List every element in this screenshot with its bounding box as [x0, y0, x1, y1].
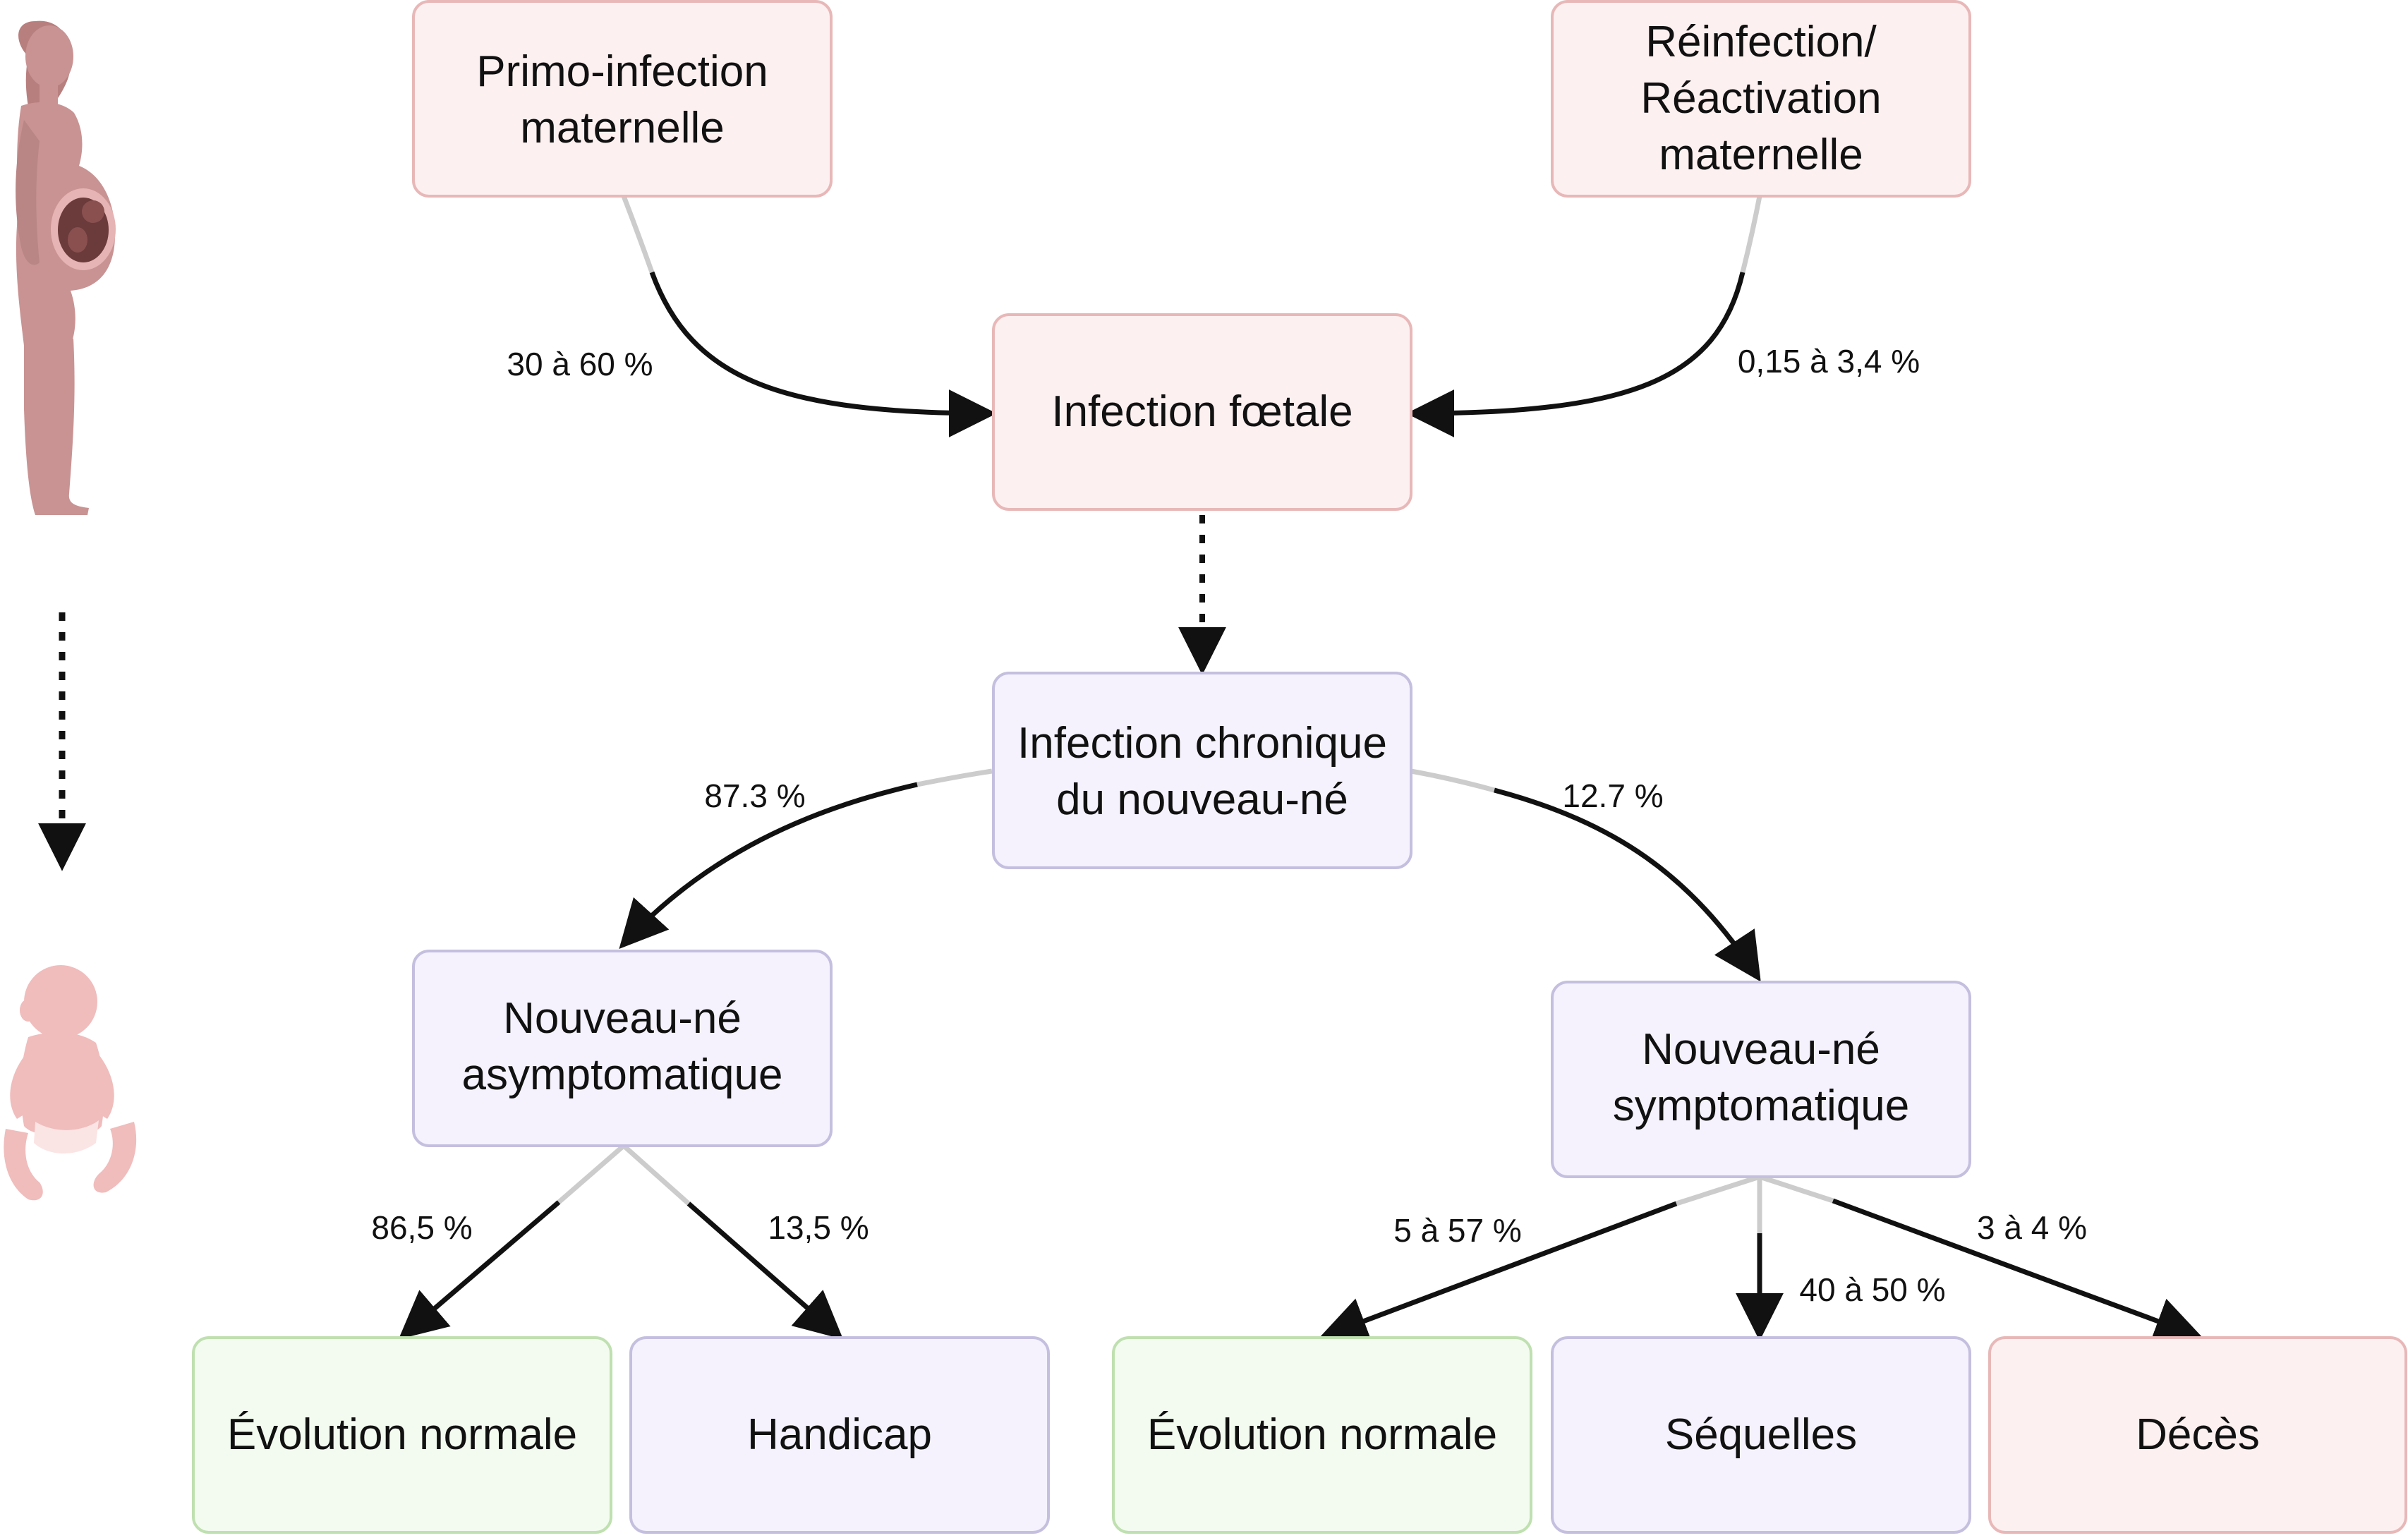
sym-normal-stub: [1675, 1174, 1761, 1206]
chronic-to-asymptomatic-arrow: [619, 782, 918, 950]
baby-head: [24, 965, 97, 1039]
primo-probability-label: 30 à 60 %: [507, 346, 653, 382]
primo-to-fetal-arrow: [649, 271, 997, 437]
symptomatic-probability-label: 12.7 %: [1562, 777, 1663, 814]
reinfection-box: Réinfection/ Réactivation maternelle: [1551, 0, 1971, 198]
sym-death-stub: [1758, 1174, 1834, 1204]
asymptomatic-newborn-line-2: asymptomatique: [462, 1050, 783, 1099]
baby-legs: [4, 1122, 137, 1201]
chronic-infection-box-shape: [992, 672, 1412, 869]
woman-head: [25, 25, 73, 87]
reinfection-line-1: Réinfection/: [1645, 18, 1877, 66]
edge-labels: 30 à 60 % 0,15 à 3,4 % 87.3 % 12.7 % 86,…: [371, 343, 2087, 1308]
baby-icon: [4, 965, 137, 1201]
primo-infection-line-2: maternelle: [520, 104, 724, 152]
symptomatic-to-death-arrow: [1832, 1198, 2203, 1344]
normal-outcome-right-label: Évolution normale: [1147, 1410, 1497, 1459]
primo-infection-line-1: Primo-infection: [476, 47, 768, 96]
handicap-label: Handicap: [747, 1410, 932, 1459]
sequelae-label: Séquelles: [1665, 1410, 1857, 1459]
primo-arrow-stub: [621, 195, 655, 274]
asymptomatic-newborn-box-shape: [412, 950, 833, 1147]
sym-death-probability-label: 3 à 4 %: [1977, 1209, 2087, 1246]
reinfection-to-fetal-arrow: [1406, 272, 1746, 437]
reinfection-line-3: maternelle: [1659, 131, 1863, 179]
fetal-infection-box: Infection fœtale: [992, 313, 1412, 511]
chronic-infection-line-1: Infection chronique: [1017, 719, 1387, 768]
symptomatic-newborn-box-shape: [1551, 981, 1971, 1178]
death-label: Décès: [2136, 1410, 2260, 1459]
baby-arms: [10, 1051, 114, 1119]
asym-handicap-probability-label: 13,5 %: [768, 1209, 869, 1246]
chronic-to-symptomatic-arrow: [1494, 787, 1761, 982]
asym-handicap-stub: [622, 1144, 691, 1206]
handicap-box-shape: [629, 1336, 1050, 1534]
symptomatic-newborn-line-2: symptomatique: [1613, 1082, 1909, 1130]
death-box-shape: [1988, 1336, 2407, 1534]
symptomatic-arrow-stub: [1410, 768, 1495, 793]
sym-sequelae-probability-label: 40 à 50 %: [1799, 1271, 1945, 1308]
asymptomatic-newborn-line-1: Nouveau-né: [503, 994, 742, 1043]
sequelae-box: Séquelles: [1551, 1336, 1971, 1534]
reinfection-line-2: Réactivation: [1640, 74, 1881, 123]
asym-normal-probability-label: 86,5 %: [371, 1209, 472, 1246]
asymptomatic-arrow-stub: [916, 768, 993, 787]
woman-legs: [24, 339, 89, 515]
sequelae-box-shape: [1551, 1336, 1971, 1534]
normal-outcome-left-label: Évolution normale: [227, 1410, 577, 1459]
symptomatic-newborn-box: Nouveau-né symptomatique: [1551, 981, 1971, 1178]
pregnant-woman-icon: [16, 20, 116, 515]
primo-infection-box-shape: [412, 0, 833, 198]
reinfection-probability-label: 0,15 à 3,4 %: [1738, 343, 1920, 380]
death-box: Décès: [1988, 1336, 2407, 1534]
fetal-infection-label: Infection fœtale: [1051, 387, 1353, 436]
baby-body: [20, 1032, 104, 1137]
normal-outcome-left-box-shape: [192, 1336, 612, 1534]
asymptomatic-to-normal-arrow: [398, 1200, 561, 1340]
baby-diaper: [34, 1120, 99, 1154]
connectors: [398, 195, 2203, 1344]
symptomatic-to-normal-arrow: [1319, 1201, 1678, 1344]
normal-outcome-right-box: Évolution normale: [1112, 1336, 1532, 1534]
asymptomatic-probability-label: 87.3 %: [704, 777, 805, 814]
handicap-box: Handicap: [629, 1336, 1050, 1534]
sym-normal-probability-label: 5 à 57 %: [1393, 1212, 1522, 1249]
woman-arm: [16, 120, 40, 265]
baby-ear: [20, 999, 37, 1022]
reinfection-box-shape: [1551, 0, 1971, 198]
reinfection-arrow-stub: [1740, 195, 1762, 273]
chronic-infection-line-2: du nouveau-né: [1056, 775, 1348, 824]
asymptomatic-to-handicap-arrow: [686, 1201, 844, 1340]
asym-normal-stub: [557, 1144, 626, 1204]
fetal-infection-box-shape: [992, 313, 1412, 511]
boxes: Primo-infection maternelle Réinfection/ …: [192, 0, 2407, 1534]
symptomatic-newborn-line-1: Nouveau-né: [1642, 1025, 1880, 1074]
normal-outcome-left-box: Évolution normale: [192, 1336, 612, 1534]
fetus-icon: [58, 198, 109, 262]
primo-infection-box: Primo-infection maternelle: [412, 0, 833, 198]
chronic-infection-box: Infection chronique du nouveau-né: [992, 672, 1412, 869]
asymptomatic-newborn-box: Nouveau-né asymptomatique: [412, 950, 833, 1147]
normal-outcome-right-box-shape: [1112, 1336, 1532, 1534]
